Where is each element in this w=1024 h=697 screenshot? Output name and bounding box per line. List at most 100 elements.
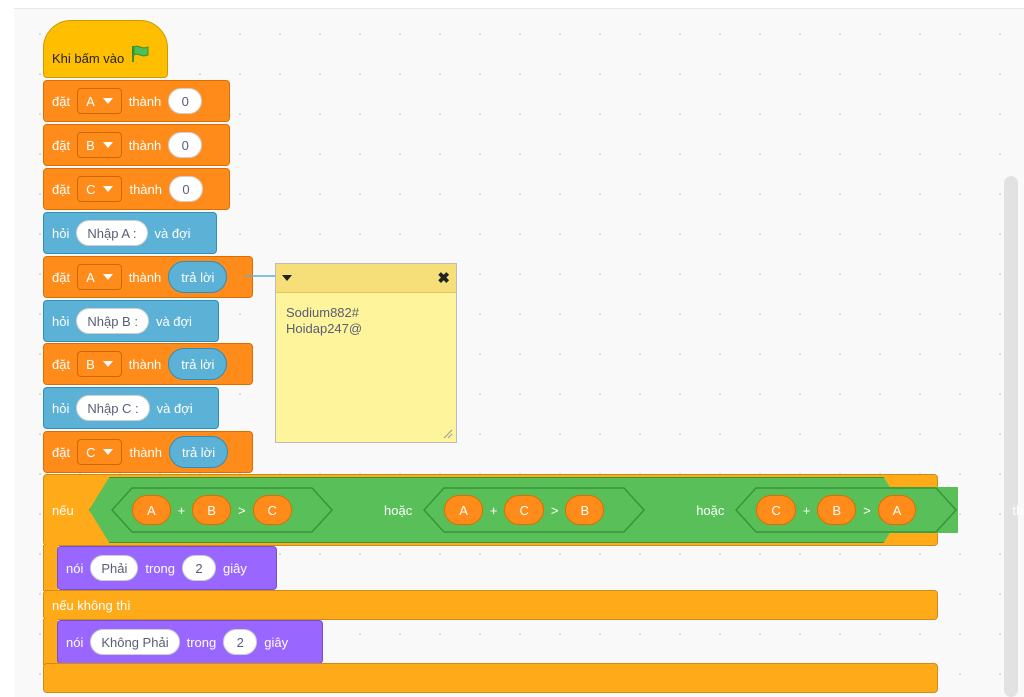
to-label: thành bbox=[128, 137, 162, 153]
say-text-input[interactable]: Không Phải bbox=[90, 629, 180, 655]
ask-prompt-input[interactable]: Nhập B : bbox=[76, 308, 149, 334]
condition-row: A + B > C hoặc A + C > B hoặc C + B > A … bbox=[110, 477, 1024, 543]
hat-label: Khi bấm vào bbox=[52, 51, 125, 66]
set-a-answer-block[interactable]: đặt A thành trả lời bbox=[43, 256, 253, 298]
operand-b[interactable]: B bbox=[565, 495, 605, 525]
chevron-down-icon bbox=[102, 361, 113, 367]
or-label-1: hoặc bbox=[384, 502, 413, 518]
for-label: trong bbox=[186, 634, 217, 650]
operand-a[interactable]: A bbox=[444, 495, 483, 525]
close-icon[interactable]: ✖ bbox=[437, 270, 450, 287]
set-verb: đặt bbox=[52, 93, 71, 109]
var-dropdown-b[interactable]: B bbox=[77, 132, 122, 158]
chevron-down-icon bbox=[103, 186, 114, 192]
to-label: thành bbox=[128, 356, 162, 372]
comment-header[interactable]: ✖ bbox=[276, 264, 456, 293]
set-verb: đặt bbox=[52, 181, 71, 197]
to-label: thành bbox=[129, 181, 163, 197]
chevron-down-icon bbox=[102, 142, 113, 148]
var-dropdown-a[interactable]: A bbox=[77, 88, 122, 114]
seconds-label: giây bbox=[223, 560, 247, 576]
to-label: thành bbox=[128, 269, 162, 285]
set-c-block[interactable]: đặt C thành 0 bbox=[43, 168, 230, 210]
say-true-block[interactable]: nói Phải trong 2 giây bbox=[57, 546, 277, 590]
set-verb: đặt bbox=[52, 356, 71, 372]
ask-verb: hỏi bbox=[52, 400, 70, 416]
set-b-answer-block[interactable]: đặt B thành trả lời bbox=[43, 343, 253, 385]
operand-c[interactable]: C bbox=[504, 495, 544, 525]
left-edge bbox=[0, 0, 14, 697]
comment-note[interactable]: ✖ Sodium882# Hoidap247@ bbox=[275, 263, 457, 443]
value-input[interactable]: 0 bbox=[168, 132, 203, 158]
operand-a[interactable]: A bbox=[132, 495, 171, 525]
operand-c[interactable]: C bbox=[252, 495, 292, 525]
if-label: nếu bbox=[52, 502, 74, 518]
wait-label: và đợi bbox=[154, 225, 191, 241]
if-else-bottom[interactable] bbox=[43, 663, 938, 693]
answer-reporter[interactable]: trả lời bbox=[169, 436, 229, 468]
chevron-down-icon bbox=[102, 274, 113, 280]
say-verb: nói bbox=[66, 634, 84, 650]
gt-operator: > bbox=[237, 502, 246, 518]
chevron-down-icon bbox=[102, 98, 113, 104]
set-b-block[interactable]: đặt B thành 0 bbox=[43, 124, 230, 166]
say-verb: nói bbox=[66, 560, 84, 576]
else-mouth bbox=[43, 619, 58, 665]
or-label-2: hoặc bbox=[696, 502, 725, 518]
ask-b-block[interactable]: hỏi Nhập B : và đợi bbox=[43, 300, 219, 342]
then-label: thì bbox=[1012, 502, 1024, 518]
var-dropdown-c[interactable]: C bbox=[77, 439, 123, 465]
when-flag-clicked-block[interactable]: Khi bấm vào bbox=[43, 20, 168, 78]
value-input[interactable]: 0 bbox=[168, 88, 203, 114]
chevron-down-icon bbox=[103, 449, 114, 455]
collapse-chevron-icon[interactable] bbox=[282, 275, 292, 281]
seconds-input[interactable]: 2 bbox=[223, 629, 258, 655]
operand-b[interactable]: B bbox=[192, 495, 231, 525]
set-verb: đặt bbox=[52, 444, 71, 460]
condition-2[interactable]: A + C > B bbox=[422, 487, 647, 533]
var-dropdown-b[interactable]: B bbox=[77, 351, 122, 377]
to-label: thành bbox=[128, 93, 162, 109]
operand-a[interactable]: A bbox=[877, 495, 917, 525]
seconds-label: giây bbox=[264, 634, 289, 650]
plus-operator: + bbox=[802, 502, 811, 518]
say-false-block[interactable]: nói Không Phải trong 2 giây bbox=[57, 620, 323, 664]
condition-1[interactable]: A + B > C bbox=[110, 487, 334, 533]
ask-verb: hỏi bbox=[52, 313, 70, 329]
operand-c[interactable]: C bbox=[756, 495, 796, 525]
say-text-input[interactable]: Phải bbox=[90, 555, 139, 581]
else-label: nếu không thì bbox=[52, 597, 131, 613]
seconds-input[interactable]: 2 bbox=[182, 555, 217, 581]
wait-label: và đợi bbox=[155, 313, 192, 329]
operand-b[interactable]: B bbox=[817, 495, 857, 525]
for-label: trong bbox=[145, 560, 176, 576]
comment-text[interactable]: Sodium882# Hoidap247@ bbox=[286, 305, 363, 336]
ask-c-block[interactable]: hỏi Nhập C : và đợi bbox=[43, 387, 219, 429]
to-label: thành bbox=[129, 444, 163, 460]
green-flag-icon bbox=[130, 45, 150, 66]
resize-handle-icon[interactable] bbox=[443, 429, 453, 439]
plus-operator: + bbox=[489, 502, 498, 518]
answer-reporter[interactable]: trả lời bbox=[168, 261, 228, 293]
var-dropdown-c[interactable]: C bbox=[77, 176, 123, 202]
set-c-answer-block[interactable]: đặt C thành trả lời bbox=[43, 431, 253, 473]
set-verb: đặt bbox=[52, 269, 71, 285]
value-input[interactable]: 0 bbox=[169, 176, 204, 202]
var-dropdown-a[interactable]: A bbox=[77, 264, 122, 290]
top-bar bbox=[0, 0, 1024, 9]
condition-3[interactable]: C + B > A bbox=[734, 487, 959, 533]
ask-verb: hỏi bbox=[52, 225, 70, 241]
else-bar[interactable]: nếu không thì bbox=[43, 590, 938, 620]
plus-operator: + bbox=[177, 502, 186, 518]
ask-prompt-input[interactable]: Nhập A : bbox=[76, 220, 148, 246]
gt-operator: > bbox=[550, 502, 559, 518]
gt-operator: > bbox=[863, 502, 871, 518]
set-verb: đặt bbox=[52, 137, 71, 153]
set-a-block[interactable]: đặt A thành 0 bbox=[43, 80, 230, 122]
ask-prompt-input[interactable]: Nhập C : bbox=[76, 395, 150, 421]
answer-reporter[interactable]: trả lời bbox=[168, 348, 228, 380]
vertical-scrollbar[interactable] bbox=[1004, 176, 1018, 697]
ask-a-block[interactable]: hỏi Nhập A : và đợi bbox=[43, 212, 217, 254]
wait-label: và đợi bbox=[156, 400, 193, 416]
comment-connector bbox=[245, 275, 277, 277]
